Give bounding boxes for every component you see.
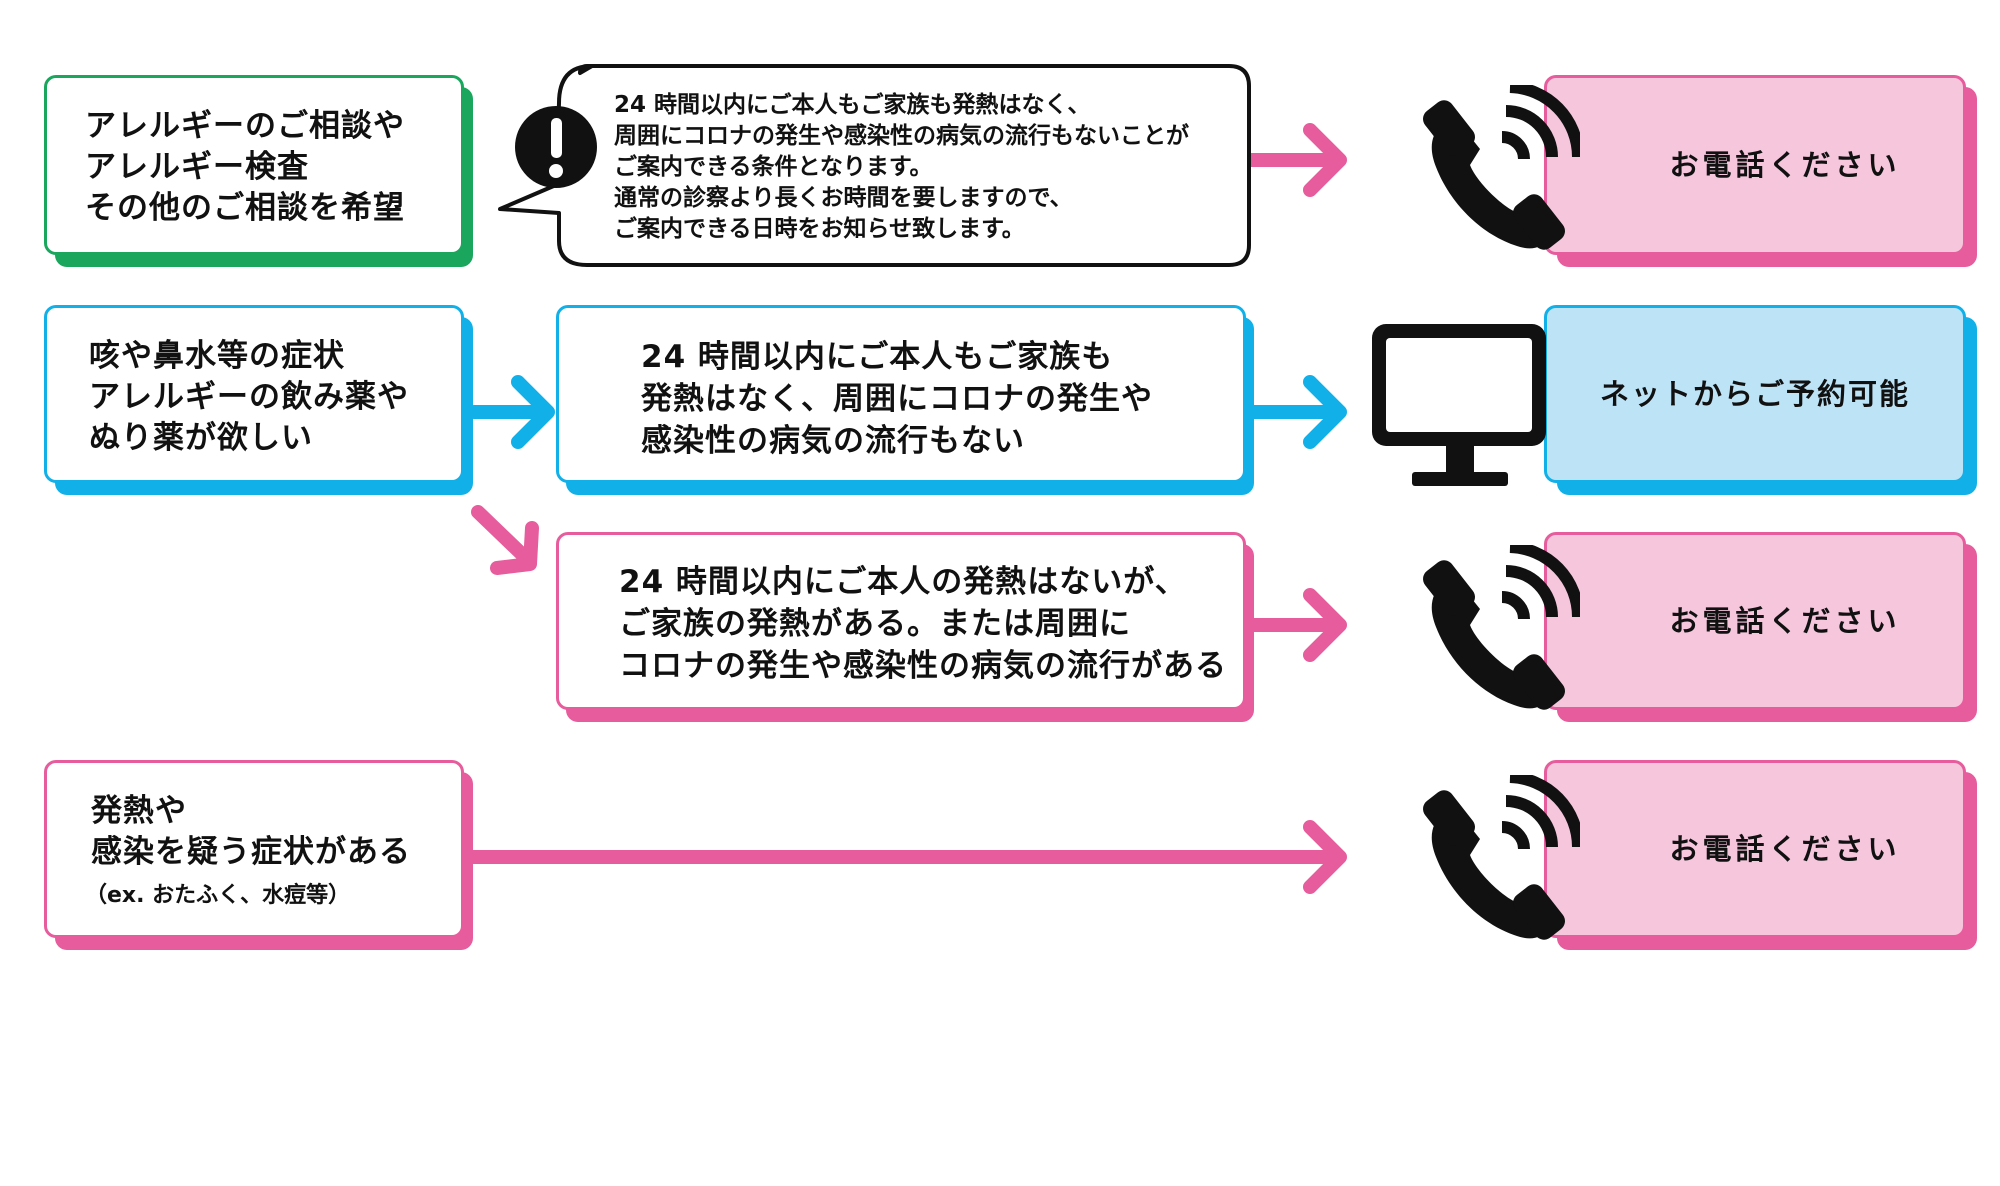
consult-line: その他のご相談を希望 [85, 190, 405, 226]
notice-line: 24 時間以内にご本人もご家族も発熱はなく、 [614, 92, 1091, 118]
fever-card: 発熱や 感染を疑う症状がある （ex. おたふく、水痘等） [44, 760, 464, 938]
arrow-consult-to-phone [1238, 123, 1347, 197]
fever-line: 発熱や [91, 793, 187, 829]
phone-icon [1423, 545, 1580, 710]
family-fever-line: ご家族の発熱がある。または周囲に [619, 606, 1131, 642]
fever-line: 感染を疑う症状がある [91, 834, 411, 870]
notice-line: 周囲にコロナの発生や感染性の病気の流行もないことが [614, 123, 1189, 149]
exclamation-icon [515, 106, 597, 188]
no-fever-card: 24 時間以内にご本人もご家族も 発熱はなく、周囲にコロナの発生や 感染性の病気… [556, 305, 1246, 483]
result-net-card: ネットからご予約可能 [1544, 305, 1966, 483]
consult-line: アレルギーのご相談や [85, 108, 405, 144]
result-fever-card: お電話ください [1544, 760, 1966, 938]
arrow-no-fever-to-net [1245, 375, 1347, 449]
family-fever-line: コロナの発生や感染性の病気の流行がある [619, 648, 1227, 684]
arrow-symptoms-to-no-fever [467, 375, 555, 449]
result-net-label: ネットからご予約可能 [1599, 377, 1910, 411]
symptoms-line: 咳や鼻水等の症状 [89, 338, 345, 374]
notice-text: 24 時間以内にご本人もご家族も発熱はなく、 周囲にコロナの発生や感染性の病気の… [614, 90, 1189, 245]
family-fever-line: 24 時間以内にご本人の発熱はないが、 [619, 564, 1187, 600]
notice-bubble [498, 64, 1251, 267]
result-family-fever-card: お電話ください [1544, 532, 1966, 710]
symptoms-line: ぬり薬が欲しい [89, 420, 313, 456]
no-fever-line: 24 時間以内にご本人もご家族も [641, 339, 1114, 375]
notice-line: 通常の診察より長くお時間を要しますので、 [614, 185, 1073, 211]
symptoms-card: 咳や鼻水等の症状 アレルギーの飲み薬や ぬり薬が欲しい [44, 305, 464, 483]
arrow-family-fever-to-phone [1245, 588, 1347, 662]
notice-line: ご案内できる日時をお知らせ致します。 [614, 216, 1025, 242]
consult-card: アレルギーのご相談や アレルギー検査 その他のご相談を希望 [44, 75, 464, 255]
no-fever-line: 感染性の病気の流行もない [641, 423, 1025, 459]
fever-note: （ex. おたふく、水痘等） [85, 883, 351, 908]
symptoms-line: アレルギーの飲み薬や [89, 379, 409, 415]
consult-line: アレルギー検査 [85, 149, 309, 185]
phone-icon [1423, 775, 1580, 940]
result-consult-label: お電話ください [1669, 148, 1901, 182]
arrow-symptoms-to-family-fever [471, 505, 539, 575]
family-fever-card: 24 時間以内にご本人の発熱はないが、 ご家族の発熱がある。または周囲に コロナ… [556, 532, 1246, 710]
notice-line: ご案内できる条件となります。 [614, 154, 933, 180]
monitor-icon [1372, 324, 1546, 486]
result-consult-card: お電話ください [1544, 75, 1966, 255]
result-family-fever-label: お電話ください [1669, 604, 1901, 638]
result-fever-label: お電話ください [1669, 832, 1901, 866]
arrow-fever-to-phone [465, 820, 1347, 894]
phone-icon [1423, 85, 1580, 250]
no-fever-line: 発熱はなく、周囲にコロナの発生や [641, 381, 1153, 417]
